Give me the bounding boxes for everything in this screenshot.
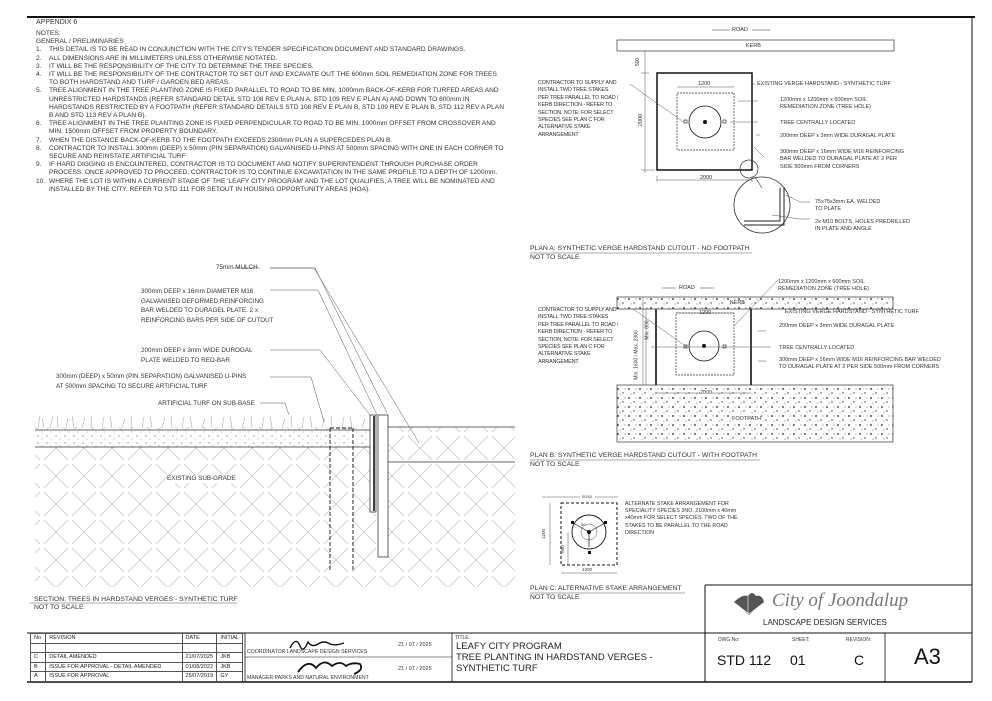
approval-role-1: COORDINATOR LANDSCAPE DESIGN SERVICES	[247, 649, 368, 655]
approval-date-1: 21 / 07 / 2025	[398, 642, 432, 648]
plan-b-bar-label: 300mm DEEP x 16mm WIDE M16 REINFORCING B…	[779, 357, 941, 371]
notes-heading: NOTES:	[36, 30, 61, 37]
sheet-size: A3	[914, 644, 941, 669]
revision-row	[29, 642, 243, 653]
plan-a-dim-500: 500	[635, 57, 642, 67]
note-item: 3.IT WILL BE THE RESPONSIBILITY OF THE C…	[36, 62, 314, 70]
plan-c-scale: NOT TO SCALE	[530, 594, 580, 601]
dwg-no: STD 112	[717, 652, 772, 668]
label-existing-subgrade: EXISTING SUB-GRADE	[167, 475, 236, 483]
note-item: 5.TREE ALIGNMENT IN THE TREE PLANTING ZO…	[36, 87, 504, 120]
plan-b-tree-label: TREE CENTRALLY LOCATED	[779, 345, 855, 351]
appendix-label: APPENDIX 6	[36, 19, 78, 26]
plan-c-dim-1200-horizontal: 1200	[582, 567, 593, 572]
note-item: 10.WHERE THE LOT IS WITHIN A CURRENT STA…	[36, 177, 495, 193]
plan-b-dim-1200: 1200	[699, 310, 712, 316]
plan-a-existing-label: EXISTING VERGE HARDSTAND - SYNTHETIC TUR…	[757, 81, 891, 87]
department-label: LANDSCAPE DESIGN SERVICES	[763, 618, 887, 627]
section-caption: SECTION: TREES IN HARDSTAND VERGES - SYN…	[34, 596, 238, 603]
plan-b-dim-min-800: Min. 800	[644, 320, 651, 340]
sheet-label: SHEET:	[792, 637, 810, 643]
revision-letter: C	[854, 652, 865, 668]
general-notes: NOTES: GENERAL / PRELIMINARIES 1.THIS DE…	[36, 30, 506, 194]
plan-b-existing-label: EXISTING VERGE HARDSTAND - SYNTHETIC TUR…	[785, 309, 919, 315]
notes-subheading: GENERAL / PRELIMINARIES	[36, 38, 124, 46]
plan-a-tree-label: TREE CENTRALLY LOCATED	[780, 120, 856, 126]
plan-b-dim-range: Min. 1600 / Max. 2300	[633, 330, 640, 380]
revision-label: REVISION:	[846, 637, 872, 643]
note-item: 8.CONTRACTOR TO INSTALL 300mm (DEEP) x 5…	[36, 144, 504, 161]
section-scale: NOT TO SCALE	[34, 604, 84, 611]
label-mulch: 75mm MULCH	[216, 264, 258, 271]
plan-a-caption: PLAN A: SYNTHETIC VERGE HARDSTAND CUTOUT…	[530, 245, 750, 252]
note-item: 6.TREE ALIGNMENT IN THE TREE PLANTING ZO…	[36, 120, 496, 136]
plan-c-dim-1200-vertical: 1200	[541, 528, 547, 540]
plan-a-dim-2000-horizontal: 2000	[700, 175, 713, 181]
plan-b-footpath-label: FOOTPATH	[732, 415, 762, 423]
notes-list: 1.THIS DETAIL IS TO BE READ IN CONJUNCTI…	[36, 46, 506, 194]
note-item: 1.THIS DETAIL IS TO BE READ IN CONJUNCTI…	[36, 46, 466, 54]
plan-b-caption: PLAN B: SYNTHETIC VERGE HARDSTAND CUTOUT…	[530, 452, 758, 459]
approval-date-2: 21 / 07 / 2025	[398, 666, 432, 672]
plan-a-kerb-label: KERB	[746, 43, 761, 49]
plan-c-dim-50: 50	[581, 522, 586, 527]
revision-header-row: No REVISION DATE INITIAL	[29, 633, 243, 644]
note-item: 2.ALL DIMENSIONS ARE IN MILLIMETERS UNLE…	[36, 54, 278, 62]
city-logo-text: City of Joondalup	[772, 590, 909, 611]
plan-c-dim-600: 600	[559, 545, 565, 553]
sheet-number: 01	[790, 652, 806, 668]
plan-a-dim-1200: 1200	[698, 81, 711, 87]
dwg-no-label: DWG No:	[718, 637, 740, 643]
plan-b-scale: NOT TO SCALE	[530, 461, 580, 468]
plan-a-road-label: ROAD	[732, 27, 748, 33]
plan-b-road-label: ROAD	[679, 285, 695, 291]
plan-a-scale: NOT TO SCALE	[530, 254, 580, 261]
plan-b-dim-2000: 2000	[700, 389, 713, 397]
plan-a-dim-2000-vertical: 2000	[638, 113, 645, 127]
label-u-pins: 300mm (DEEP) x 50mm (PIN SEPARATION) GAL…	[56, 373, 247, 390]
note-item: 9.IF HARD DIGGING IS ENCOUNTERED, CONTRA…	[36, 161, 498, 177]
note-item: 4.IT WILL BE THE RESPONSIBILITY OF THE C…	[36, 71, 497, 87]
city-logo-icon	[734, 593, 764, 615]
plan-b-plate-label: 200mm DEEP x 3mm WIDE DURAGAL PLATE	[779, 323, 895, 329]
plan-c-caption: PLAN C: ALTERNATIVE STAKE ARRANGEMENT	[530, 585, 682, 592]
note-item: 7.WHEN THE DISTANCE BACK-OF-KERB TO THE …	[36, 136, 393, 144]
plan-b-kerb-label: KERB	[730, 300, 745, 306]
label-artificial-turf: ARTIFICIAL TURF ON SUB-BASE	[158, 400, 255, 407]
plan-c-road-label: ROAD	[582, 495, 593, 499]
plan-a-plate-label: 200mm DEEP x 3mm WIDE DURAGAL PLATE	[780, 133, 896, 139]
approval-role-2: MANAGER PARKS AND NATURAL ENVIRONMENT	[247, 675, 369, 681]
title-label: TITLE:	[455, 635, 471, 641]
